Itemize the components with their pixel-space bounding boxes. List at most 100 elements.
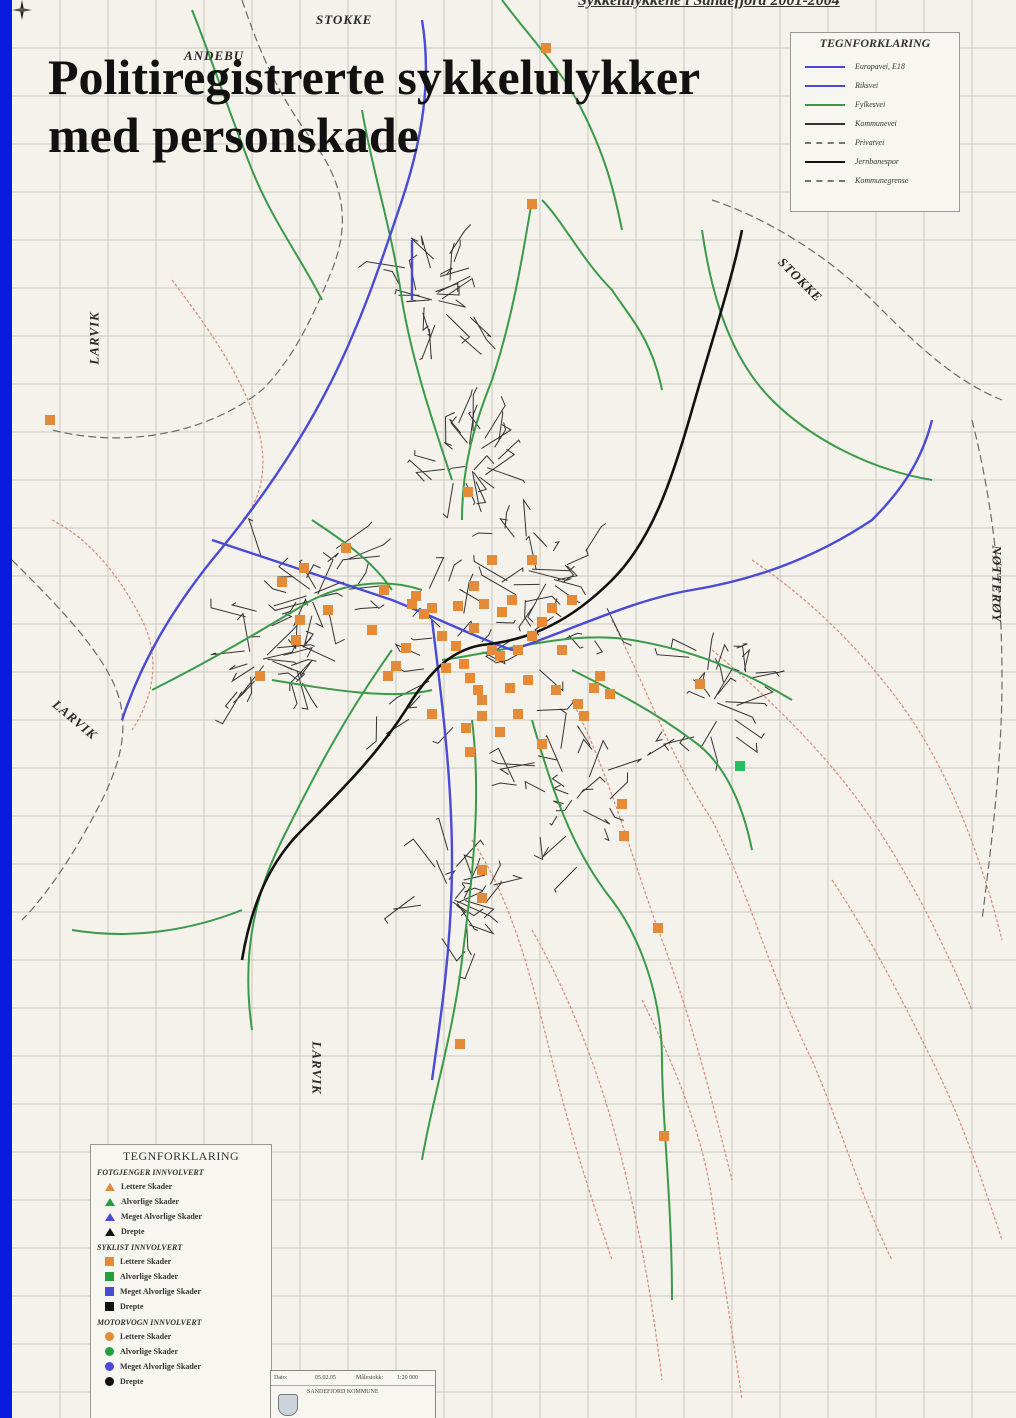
local-road [484,396,506,439]
accident-marker-minor [527,555,537,565]
municipal-boundary [12,0,1003,921]
local-road [394,643,421,656]
local-road [463,854,474,875]
accident-marker-minor [589,683,599,693]
local-road [538,755,557,761]
legend-item: Meget Alvorlige Skader [105,1209,271,1224]
legend-top-row: Jernbanespor [791,152,959,171]
local-road [336,555,380,570]
legend-section-heading: FOTGJENGER INNVOLVERT [97,1168,204,1177]
place-label-larvik-upper: LARVIK [86,311,102,365]
local-road [487,467,526,484]
local-road [370,600,385,609]
accident-marker-minor [401,643,411,653]
local-road [435,817,449,851]
local-road [454,883,466,900]
local-road [302,630,314,648]
map-title-block: Dato: 05.02.05 Målestokk: 1:20 000 SANDE… [270,1370,436,1418]
local-road [388,680,430,705]
local-road [542,835,567,858]
triangle-icon [105,1197,115,1206]
legend-section-heading: MOTORVOGN INNVOLVERT [97,1318,202,1327]
local-road [304,615,313,645]
legend-top-row: Kommunevei [791,114,959,133]
accident-marker-minor [537,739,547,749]
local-road [554,585,581,604]
legend-item-label: Drepte [121,1227,145,1236]
local-road [273,595,307,607]
local-road [272,660,306,683]
accident-marker-minor [45,415,55,425]
accident-marker-minor [323,605,333,615]
slide-title-line2: med personskade [48,107,419,163]
square-icon [105,1257,114,1266]
local-road [479,476,495,489]
local-road [412,607,441,628]
local-road [609,772,629,800]
local-road [210,650,245,656]
accident-marker-minor [557,645,567,655]
accident-marker-minor [479,599,489,609]
local-road [453,239,461,262]
local-road [539,669,564,692]
accident-marker-minor [463,487,473,497]
legend-top-row: Privatvei [791,133,959,152]
local-road [393,904,421,910]
legend-item: Lettere Skader [105,1329,271,1344]
accident-marker-minor [291,635,301,645]
square-icon [105,1272,114,1281]
local-road [604,828,610,842]
local-road [438,299,466,308]
local-road [210,598,246,618]
legend-section-heading: SYKLIST INNVOLVERT [97,1243,183,1252]
legend-item-label: Drepte [120,1302,144,1311]
legend-top-title: TEGNFORKLARING [819,36,931,50]
local-road [283,647,313,658]
local-road [449,419,462,434]
accident-marker-serious [735,761,745,771]
local-road [439,267,453,275]
accident-marker-minor [437,631,447,641]
local-road [585,522,607,552]
local-road [456,885,487,904]
local-road [531,565,575,572]
local-road [450,416,468,444]
legend-top-row: Europavei, E18 [791,57,959,76]
accident-marker-minor [523,675,533,685]
local-road [715,643,729,670]
accident-marker-minor [427,603,437,613]
legend-item: Alvorlige Skader [105,1269,271,1284]
local-road [449,242,455,281]
local-road [475,481,487,505]
legend-line-symbol [805,103,845,106]
local-road [496,619,516,624]
accident-marker-minor [367,625,377,635]
local-road [469,317,492,338]
local-road [230,602,257,612]
local-road [358,261,405,269]
local-road [609,807,624,821]
local-road [442,482,454,519]
local-road [501,567,524,583]
accident-marker-minor [487,555,497,565]
accident-marker-minor [455,1039,465,1049]
legend-item: Drepte [105,1224,271,1239]
accident-marker-minor [495,727,505,737]
local-road [290,681,298,710]
accident-marker-minor [299,563,309,573]
accident-marker-minor [473,685,483,695]
local-road [552,541,560,552]
map-header: Sykkelulykkene i Sandefjord 2001-2004 [578,0,840,9]
local-road [489,860,501,885]
local-road [717,677,737,695]
local-road [654,648,690,658]
local-road [348,538,391,560]
local-road [436,860,448,885]
accident-marker-minor [513,645,523,655]
place-label-larvik-bottom: LARVIK [309,1041,325,1095]
local-road [455,839,485,867]
local-road [281,601,297,615]
local-road [473,471,488,493]
legend-top-row: Kommunegrense [791,171,959,190]
